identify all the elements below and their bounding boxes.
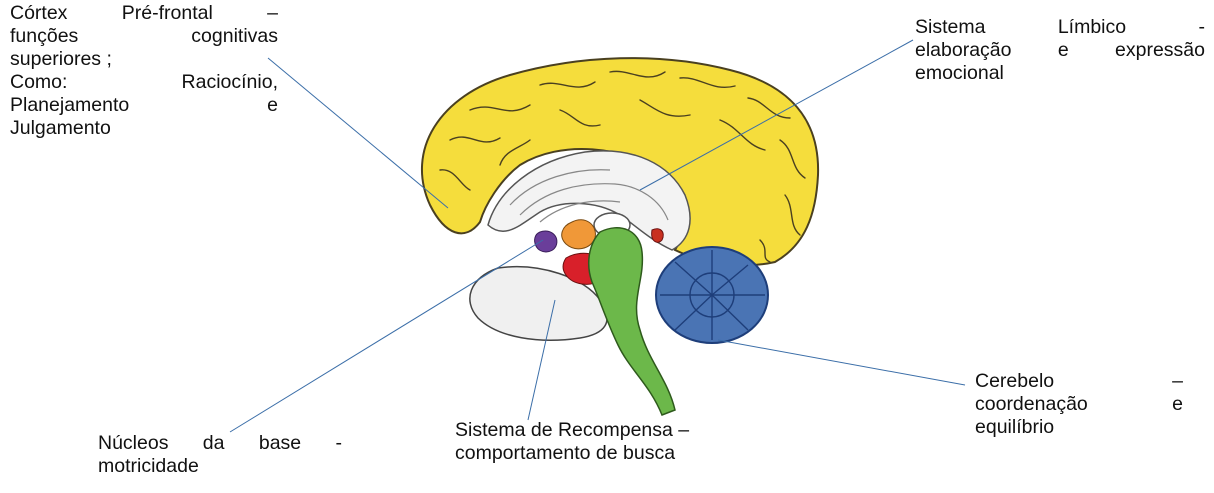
label-line: Planejamento e (10, 94, 278, 117)
limbic-structure (562, 220, 596, 249)
label-line: Julgamento (10, 117, 278, 140)
basal-ganglia (535, 231, 557, 252)
pineal-detail (652, 229, 664, 243)
label-line: motricidade (98, 455, 342, 478)
label-line: comportamento de busca (455, 442, 795, 465)
label-sistema-de-recompensa: Sistema de Recompensa – comportamento de… (455, 419, 795, 465)
label-line: Sistema Límbico - (915, 16, 1205, 39)
leader-cerebelo (718, 340, 965, 385)
label-line: equilíbrio (975, 416, 1183, 439)
label-line: emocional (915, 62, 1205, 85)
label-line: funções cognitivas (10, 25, 278, 48)
label-cortex-prefrontal: Córtex Pré-frontal – funções cognitivas … (10, 2, 278, 140)
label-line: Sistema de Recompensa – (455, 419, 795, 442)
label-nucleos-da-base: Núcleos da base - motricidade (98, 432, 342, 478)
leader-cortex (268, 58, 448, 208)
label-line: Como: Raciocínio, (10, 71, 278, 94)
label-line: coordenação e (975, 393, 1183, 416)
label-line: Núcleos da base - (98, 432, 342, 455)
label-line: Cerebelo – (975, 370, 1183, 393)
label-line: elaboração e expressão (915, 39, 1205, 62)
label-sistema-limbico: Sistema Límbico - elaboração e expressão… (915, 16, 1205, 85)
leader-nucleos (230, 240, 543, 432)
label-cerebelo: Cerebelo – coordenação e equilíbrio (975, 370, 1183, 439)
label-line: superiores ; (10, 48, 278, 71)
label-line: Córtex Pré-frontal – (10, 2, 278, 25)
